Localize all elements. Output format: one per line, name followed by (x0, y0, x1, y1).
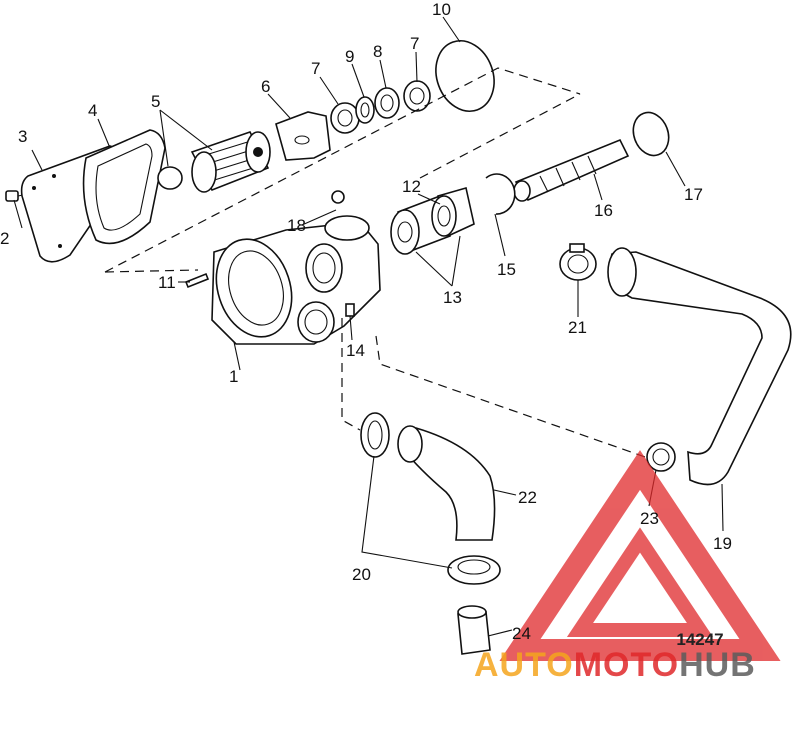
callout-13: 13 (443, 288, 462, 307)
callout-labels: 2 3 4 5 6 7 9 8 7 10 12 18 11 16 17 15 1… (0, 0, 732, 643)
watermark-triangle-logo (499, 450, 781, 661)
callout-7-left: 7 (311, 59, 320, 78)
part-elbow-hose (397, 425, 496, 541)
callout-16: 16 (594, 201, 613, 220)
part-ring (355, 96, 375, 124)
callout-19: 19 (713, 534, 732, 553)
part-discharge-hose (607, 247, 792, 486)
callout-12: 14 (346, 341, 365, 360)
part-shaft (513, 138, 630, 202)
part-seal-middle (374, 87, 400, 119)
part-gasket (82, 129, 166, 245)
callout-2: 2 (0, 229, 9, 248)
callout-15: 15 (497, 260, 516, 279)
callout-1: 1 (229, 367, 238, 386)
part-impeller (157, 131, 271, 193)
part-seal-left (330, 102, 360, 134)
part-bearing-rear (431, 186, 475, 238)
part-wear-plate (275, 111, 331, 161)
callout-24: 24 (512, 624, 531, 643)
part-shaft-ring (632, 111, 670, 157)
callout-9: 9 (345, 47, 354, 66)
callout-17: 17 (684, 185, 703, 204)
callout-8: 8 (373, 42, 382, 61)
leader-lines (13, 16, 724, 637)
part-screw (5, 190, 33, 202)
callout-5: 5 (151, 92, 160, 111)
part-seal-right (403, 80, 431, 112)
part-hose-clamp-top (360, 412, 390, 458)
watermark-auto: AUTO (474, 646, 574, 684)
part-hose-clamp-upper (559, 243, 597, 281)
part-pin (184, 272, 210, 289)
part-hose-clamp-bottom (447, 555, 501, 585)
part-fitting (345, 303, 355, 317)
watermark-text: AUTOMOTOHUB (474, 646, 756, 684)
callout-21: 21 (568, 318, 587, 337)
callout-6: 6 (261, 77, 270, 96)
part-o-ring (435, 40, 495, 112)
watermark-hub: HUB (679, 646, 756, 684)
callout-23: 23 (640, 509, 659, 528)
callout-11: 11 (158, 273, 176, 292)
part-retaining-ring (485, 173, 516, 215)
assembly-outline (104, 67, 581, 273)
part-pump-housing (211, 190, 381, 345)
callout-14: 12 (402, 177, 421, 196)
connection-dashed-line (341, 318, 649, 459)
callout-18: 18 (287, 216, 306, 235)
callout-3: 3 (18, 127, 27, 146)
callout-22: 22 (518, 488, 537, 507)
part-hose-clamp-lower-right (646, 442, 676, 472)
callout-4: 4 (88, 101, 97, 120)
callout-10: 10 (432, 0, 451, 19)
callout-7-right: 7 (410, 34, 419, 53)
part-hose-fitting (457, 605, 491, 655)
watermark-moto: MOTO (574, 646, 679, 684)
figure-number: 14247 (676, 630, 723, 649)
callout-20: 20 (352, 565, 371, 584)
